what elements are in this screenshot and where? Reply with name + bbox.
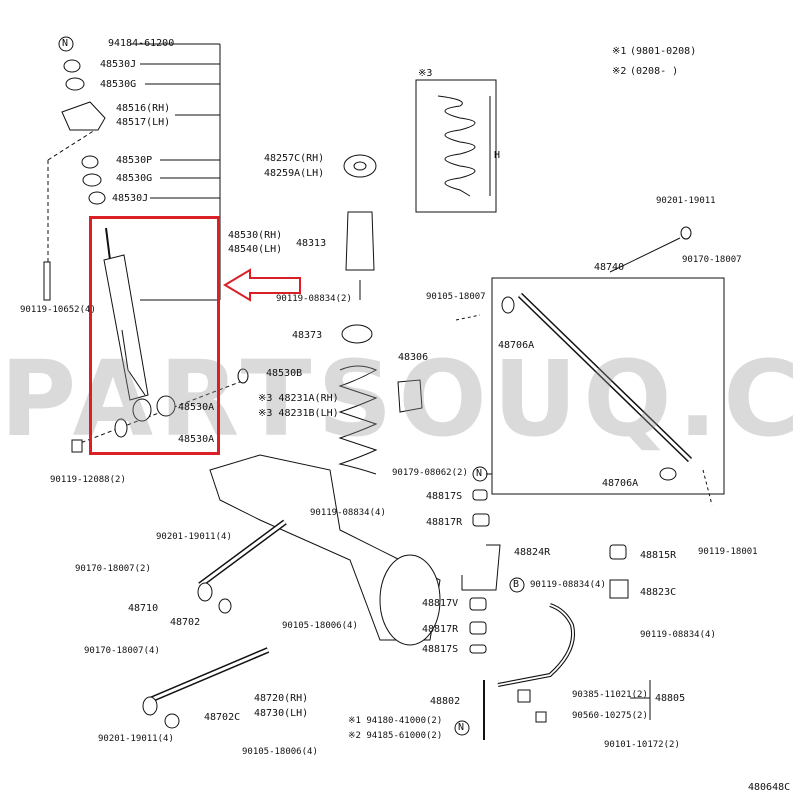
part-label: 48516(RH) [116,103,171,114]
part-label: 48706A [498,340,535,351]
part-label: ※3 48231A(RH) [258,393,339,404]
part-label: 48530(RH) [228,230,283,241]
part-label: 90105-18007 [426,292,486,302]
part-label: 48540(LH) [228,244,283,255]
circle-n-marker: N [62,38,69,49]
part-label: 90119-18001 [698,547,758,557]
part-label: 90119-08834(4) [640,630,716,640]
part-label: 48824R [514,547,551,558]
part-label: 90119-08834(4) [310,508,386,518]
part-label: 48802 [430,696,461,707]
part-label: 48710 [128,603,159,614]
note-text: (0208- ) [630,66,679,77]
part-label: 48306 [398,352,429,363]
part-label: 48740 [594,262,625,273]
part-label: 90105-18006(4) [242,747,318,757]
part-label: 90385-11021(2) [572,690,648,700]
circle-b-marker: B [513,579,520,590]
part-label: 48702 [170,617,201,628]
part-label: 48817R [422,624,459,635]
part-label: 90119-08834(4) [530,580,606,590]
part-label: 48817R [426,517,463,528]
part-label: 90201-19011 [656,196,716,206]
part-label: 48805 [655,693,686,704]
part-label: 48530J [100,59,137,70]
part-label: 90170-18007(2) [75,564,151,574]
circle-n-marker: N [476,468,483,479]
part-label: 48720(RH) [254,693,309,704]
part-label: 48517(LH) [116,117,171,128]
circle-n-marker: N [458,722,465,733]
part-label: 48815R [640,550,677,561]
note-mark: ※1 [612,46,627,57]
note-text: (9801-0208) [630,46,697,57]
part-label: 90179-08062(2) [392,468,468,478]
part-label: 90170-18007 [682,255,742,265]
part-label: ※2 94185-61000(2) [348,731,443,741]
part-label: 48817S [422,644,459,655]
part-label: 90119-10652(4) [20,305,96,315]
part-label: 48730(LH) [254,708,309,719]
part-label: 90101-10172(2) [604,740,680,750]
part-label: 48259A(LH) [264,168,325,179]
part-label: 48530G [116,173,153,184]
part-label: 48823C [640,587,677,598]
part-label: 48706A [602,478,639,489]
part-label: 90560-10275(2) [572,711,648,721]
part-label: 48530G [100,79,137,90]
part-label: 94184-61200 [108,38,175,49]
part-label: ※1 94180-41000(2) [348,716,443,726]
part-label: 90119-12088(2) [50,475,126,485]
spring-height-dim: H [494,150,501,161]
part-label: 90201-19011(4) [156,532,232,542]
part-label: 48373 [292,330,323,341]
part-label: 48530J [112,193,149,204]
highlight-box [89,216,220,455]
spring-box-mark: ※3 [418,68,433,79]
part-label: 90201-19011(4) [98,734,174,744]
part-label: 48702C [204,712,241,723]
part-label: 90119-08834(2) [276,294,352,304]
part-label: 48257C(RH) [264,153,325,164]
part-label: 48530A [178,434,215,445]
part-label: 48313 [296,238,327,249]
diagram-code: 480648C [748,782,791,793]
part-label: 48530P [116,155,153,166]
note-mark: ※2 [612,66,627,77]
part-label: 48817V [422,598,459,609]
part-label: ※3 48231B(LH) [258,408,339,419]
part-label: 48530A [178,402,215,413]
part-label: 90105-18006(4) [282,621,358,631]
part-label: 48817S [426,491,463,502]
part-label: 90170-18007(4) [84,646,160,656]
part-label: 48530B [266,368,303,379]
